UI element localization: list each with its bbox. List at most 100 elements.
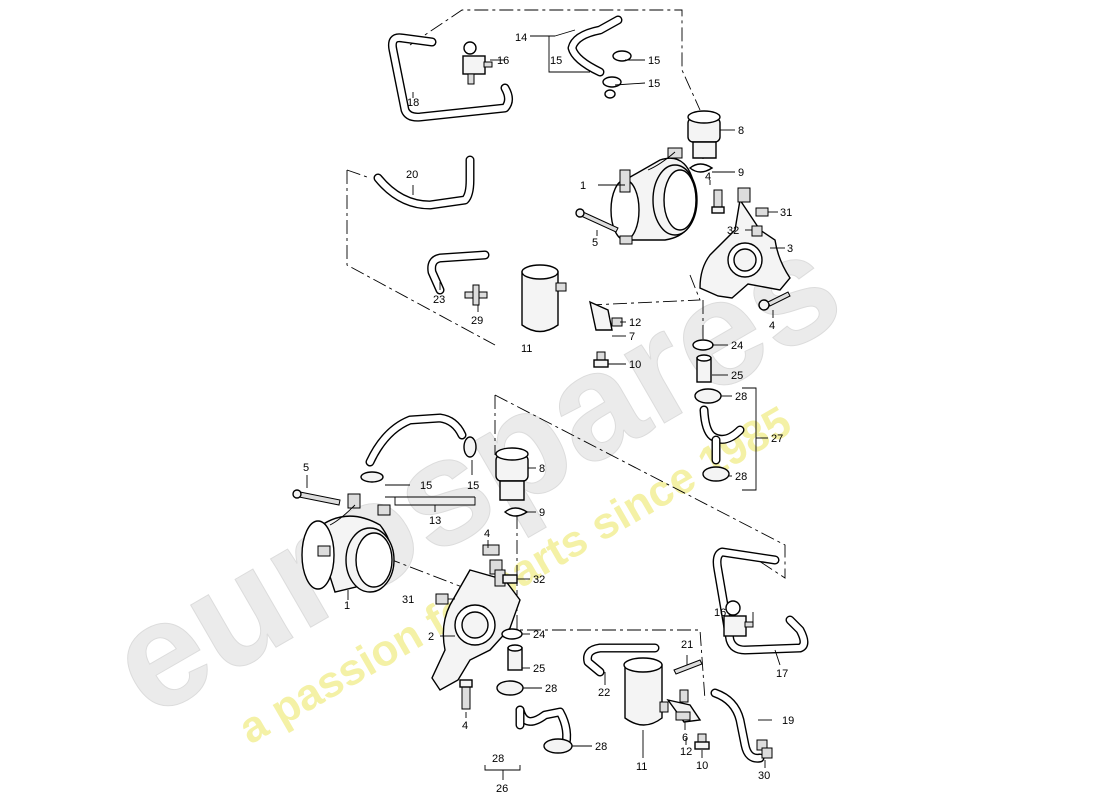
callout-20: 20	[406, 169, 418, 181]
seal-24-upper	[692, 339, 714, 351]
clamp-28-lower-b	[543, 738, 573, 754]
callout-29: 29	[471, 315, 483, 327]
bolt-32-upper	[711, 189, 763, 237]
callout-23: 23	[433, 294, 445, 306]
callout-8: 8	[539, 463, 545, 475]
callout-15: 15	[467, 480, 479, 492]
callout-4: 4	[705, 171, 711, 183]
callout-1: 1	[344, 600, 350, 612]
callout-12: 12	[680, 746, 692, 758]
check-valve-8-lower	[495, 447, 529, 501]
callout-27: 27	[771, 433, 783, 445]
callout-4: 4	[769, 320, 775, 332]
callout-2: 2	[428, 631, 434, 643]
sleeve-25-lower	[507, 644, 523, 671]
callout-26: 26	[496, 783, 508, 795]
callout-4: 4	[484, 528, 490, 540]
hose-14-upper	[567, 15, 623, 77]
callout-17: 17	[776, 668, 788, 680]
callout-15: 15	[648, 78, 660, 90]
bolt-5-upper	[575, 208, 619, 233]
screw-12-lower	[675, 711, 691, 721]
callout-9: 9	[539, 507, 545, 519]
air-pump-1-upper	[610, 147, 698, 245]
callout-6: 6	[682, 732, 688, 744]
callout-22: 22	[598, 687, 610, 699]
nut-31-lower	[435, 593, 449, 605]
callout-5: 5	[303, 462, 309, 474]
callout-12: 12	[629, 317, 641, 329]
callout-4: 4	[462, 720, 468, 732]
check-valve-8-upper	[687, 110, 721, 159]
callout-15: 15	[550, 55, 562, 67]
sleeve-25-upper	[696, 354, 712, 383]
callout-15: 15	[420, 480, 432, 492]
callout-19: 19	[782, 715, 794, 727]
screw-21	[673, 659, 703, 675]
callout-16: 16	[497, 55, 509, 67]
bracket-7-upper	[589, 300, 623, 331]
hose-27	[699, 405, 745, 465]
hose-clamp-15-lower-a	[360, 471, 384, 483]
callout-18: 18	[407, 97, 419, 109]
callout-1: 1	[580, 180, 586, 192]
callout-11: 11	[521, 343, 532, 355]
clamp-28-lower-a	[496, 680, 524, 696]
callout-labels: 14 15 15 15 16 18 8 9 20 1 4 31 32 3 5 2…	[303, 32, 794, 795]
callout-30: 30	[758, 770, 770, 782]
bolt-4-upper	[758, 291, 791, 311]
callout-9: 9	[738, 167, 744, 179]
seal-24-lower	[501, 628, 523, 640]
callout-11: 11	[636, 761, 647, 773]
hose-clamp-15-lower-b	[463, 436, 477, 458]
callout-8: 8	[738, 125, 744, 137]
hose-23	[427, 250, 490, 295]
clamp-28-upper-a	[694, 388, 722, 404]
callout-3: 3	[787, 243, 793, 255]
callout-28: 28	[735, 471, 747, 483]
callout-7: 7	[629, 331, 635, 343]
bolt-5-lower	[292, 489, 341, 506]
callout-32: 32	[533, 574, 545, 586]
callout-28: 28	[545, 683, 557, 695]
gasket-9-upper	[688, 163, 714, 173]
callout-32: 32	[727, 225, 739, 237]
hose-17	[712, 547, 809, 655]
leader-lines	[306, 29, 785, 780]
callout-28: 28	[595, 741, 607, 753]
callout-24: 24	[731, 340, 743, 352]
hose-clamp-15-upper-a	[612, 50, 632, 62]
vacuum-valve-16-lower	[723, 600, 754, 637]
callout-21: 21	[681, 639, 693, 651]
bracket-3	[699, 187, 791, 299]
bolt-4-lower-a	[482, 544, 500, 556]
callout-28: 28	[735, 391, 747, 403]
hose-clamp-15-upper-b	[602, 76, 622, 99]
clamp-28-upper-b	[702, 466, 730, 482]
filter-canister-11-lower	[623, 657, 669, 726]
callout-25: 25	[533, 663, 545, 675]
bolt-4-lower-b	[459, 679, 473, 710]
vacuum-valve-16-upper	[462, 41, 493, 85]
bolt-10-upper	[593, 351, 609, 368]
callout-28: 28	[492, 753, 504, 765]
callout-10: 10	[629, 359, 641, 371]
filter-canister-11-upper	[521, 264, 567, 333]
nut-31-upper	[755, 207, 769, 217]
hose-26	[515, 705, 572, 753]
callout-16: 16	[714, 607, 726, 619]
callout-24: 24	[533, 629, 545, 641]
callout-14: 14	[515, 32, 527, 44]
callout-31: 31	[780, 207, 792, 219]
callout-5: 5	[592, 237, 598, 249]
hose-13-lower	[365, 413, 467, 467]
callout-25: 25	[731, 370, 743, 382]
callout-15: 15	[648, 55, 660, 67]
hose-19	[710, 688, 765, 763]
bolt-10-lower	[694, 733, 710, 750]
callout-13: 13	[429, 515, 441, 527]
hose-22	[583, 643, 660, 677]
clip-30	[756, 739, 773, 759]
connector-29	[464, 284, 488, 306]
